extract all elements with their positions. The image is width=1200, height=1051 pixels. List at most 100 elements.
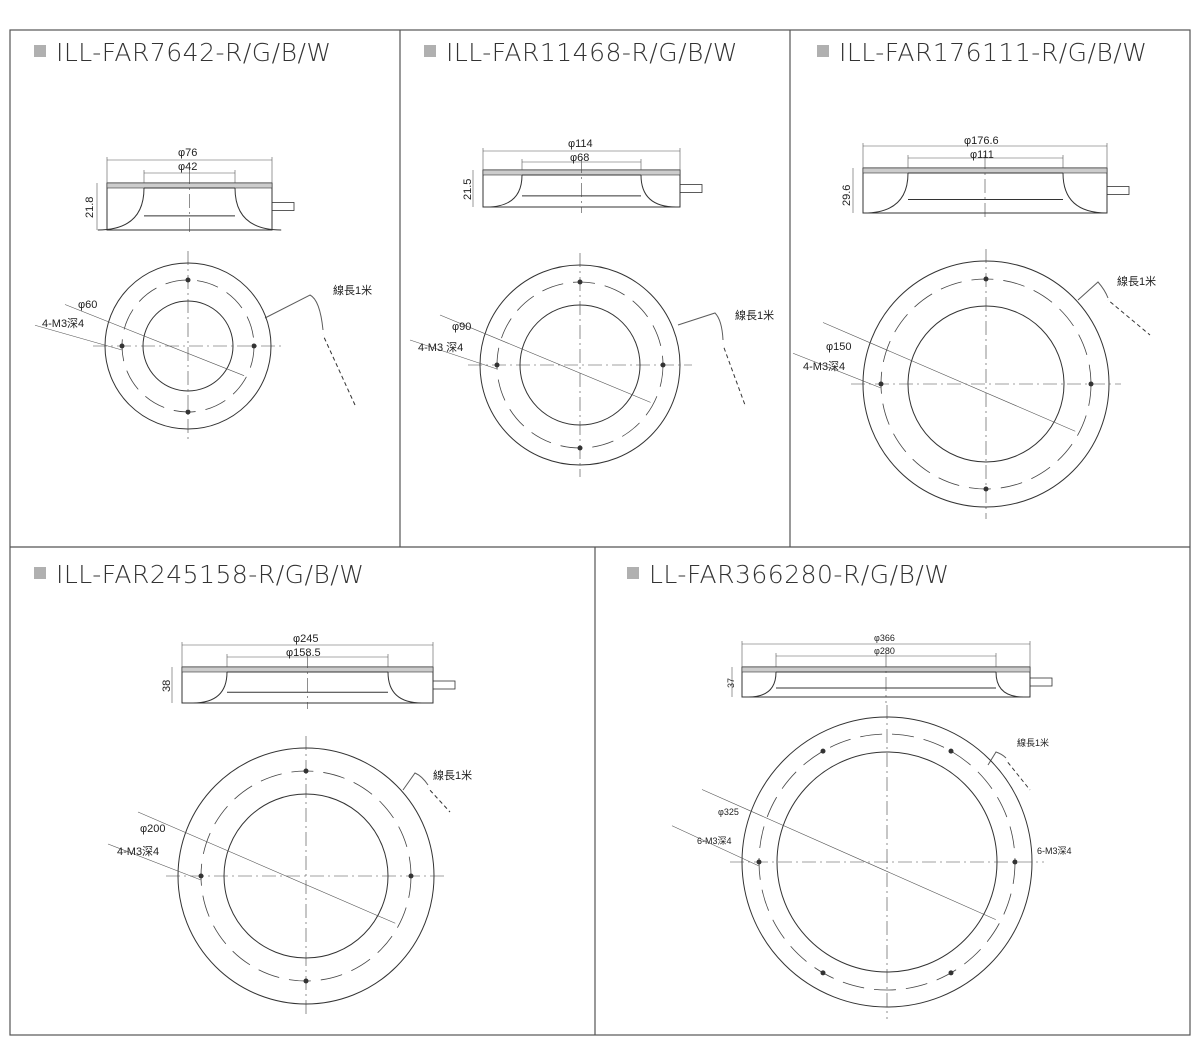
holes-leader <box>409 339 498 370</box>
holes-label-left: 6-M3深4 <box>697 836 732 846</box>
cable <box>677 312 724 341</box>
height-label: 38 <box>161 680 173 692</box>
mounting-hole <box>948 748 954 754</box>
panel-2-title: ILL-FAR11468-R/G/B/W <box>424 38 738 67</box>
ring-light-drawing-2 <box>409 148 747 477</box>
inner-diameter-label: φ111 <box>970 149 994 161</box>
cable <box>987 751 1007 766</box>
reflector-left <box>97 187 145 231</box>
panel-2-labels: φ114 φ68 21.5 φ90 4-M3 深4 線長1米 <box>418 138 774 354</box>
holes-label: 4-M3深4 <box>117 845 159 858</box>
reflector-right <box>1062 172 1108 214</box>
bolt-circle-leader <box>439 314 651 403</box>
panel-4-labels: φ245 φ158.5 38 φ200 4-M3深4 線長1米 <box>117 633 472 858</box>
side-view <box>472 148 703 213</box>
cable-length-label: 線長1米 <box>735 308 774 322</box>
cable-length-label: 線長1米 <box>433 768 472 782</box>
side-view <box>96 157 295 236</box>
mounting-hole <box>185 409 191 415</box>
panel-5-title: LL-FAR366280-R/G/B/W <box>627 560 950 589</box>
inner-diameter-label: φ280 <box>874 646 895 656</box>
mounting-hole <box>303 768 309 774</box>
side-view <box>852 143 1130 219</box>
cable <box>1077 281 1109 301</box>
cable-length-label: 線長1米 <box>1017 737 1049 748</box>
side-connector-icon <box>1029 677 1053 687</box>
front-view <box>34 251 357 441</box>
title-marker-icon <box>424 45 436 57</box>
side-connector-icon <box>679 184 703 193</box>
title-marker-icon <box>627 567 639 579</box>
height-label: 21.8 <box>84 197 96 218</box>
panel-1-labels: φ76 φ42 21.8 φ60 4-M3深4 線長1米 <box>42 147 372 330</box>
holes-label-right: 6-M3深4 <box>1037 846 1072 856</box>
side-view <box>731 641 1053 703</box>
ring-light-drawing-3 <box>792 143 1151 519</box>
reflector-right <box>387 671 423 704</box>
mounting-hole <box>577 445 583 451</box>
holes-leader <box>671 825 760 867</box>
outer-diameter-label: φ176.6 <box>964 135 999 147</box>
front-view <box>671 705 1044 1019</box>
cable <box>264 294 324 331</box>
bolt-circle-leader <box>822 322 1076 432</box>
front-view <box>792 249 1151 519</box>
mounting-hole <box>878 381 884 387</box>
bolt-circle-leader <box>64 304 245 376</box>
reflector-right <box>640 174 677 208</box>
panel-title: ILL-FAR176111-R/G/B/W <box>839 38 1147 67</box>
inner-diameter-label: φ158.5 <box>286 647 321 659</box>
height-label: 29.6 <box>841 185 853 206</box>
bolt-circle-label: φ60 <box>78 299 97 311</box>
inner-diameter-label: φ42 <box>178 161 197 173</box>
mounting-hole <box>1012 859 1018 865</box>
front-view <box>409 253 747 477</box>
mounting-hole <box>820 748 826 754</box>
holes-leader <box>107 843 202 881</box>
reflector-left <box>486 174 523 208</box>
reflector-right <box>995 671 1024 698</box>
holes-label: 4-M3 深4 <box>418 341 463 354</box>
height-label: 37 <box>726 678 736 688</box>
frame <box>9 29 1191 1036</box>
bolt-circle-label: φ200 <box>140 823 166 835</box>
mounting-hole <box>185 277 191 283</box>
ring-light-drawing-1 <box>34 157 357 441</box>
reflector-left <box>192 671 228 704</box>
panel-title: LL-FAR366280-R/G/B/W <box>649 560 950 589</box>
side-connector-icon <box>1106 186 1130 195</box>
bolt-circle-label: φ325 <box>718 807 739 817</box>
panel-3-labels: φ176.6 φ111 29.6 φ150 4-M3深4 線長1米 <box>803 135 1156 373</box>
cable-length-label: 線長1米 <box>333 283 372 297</box>
connector-ridges <box>321 334 357 406</box>
inner-diameter-label: φ68 <box>570 152 589 164</box>
mounting-hole <box>119 343 125 349</box>
side-connector-icon <box>432 680 456 690</box>
panel-3-title: ILL-FAR176111-R/G/B/W <box>817 38 1147 67</box>
drawings <box>34 143 1151 1019</box>
cable <box>402 772 429 791</box>
connector-ridges <box>426 786 452 814</box>
mounting-hole <box>948 970 954 976</box>
outer-diameter-label: φ114 <box>568 138 593 150</box>
panel-5-labels: φ366 φ280 37 φ325 6-M3深4 6-M3深4 線長1米 <box>697 633 1072 856</box>
outer-diameter-label: φ366 <box>874 633 895 643</box>
bolt-circle-label: φ90 <box>452 321 471 333</box>
cable-connector-icon <box>1005 759 1031 791</box>
mounting-hole <box>983 276 989 282</box>
panel-title: ILL-FAR11468-R/G/B/W <box>446 38 738 67</box>
mounting-hole <box>303 978 309 984</box>
mounting-hole <box>1088 381 1094 387</box>
mounting-hole <box>820 970 826 976</box>
panel-4-title: ILL-FAR245158-R/G/B/W <box>34 560 364 589</box>
bolt-circle-leader <box>137 811 396 924</box>
holes-label: 4-M3深4 <box>803 360 845 373</box>
ring-light-drawing-4 <box>107 642 456 1016</box>
mounting-hole <box>408 873 414 879</box>
reflector-right <box>234 187 282 231</box>
outer-diameter-label: φ245 <box>293 633 319 645</box>
mounting-hole <box>494 362 500 368</box>
mounting-hole <box>983 486 989 492</box>
holes-leader <box>792 352 882 389</box>
mounting-hole <box>756 859 762 865</box>
